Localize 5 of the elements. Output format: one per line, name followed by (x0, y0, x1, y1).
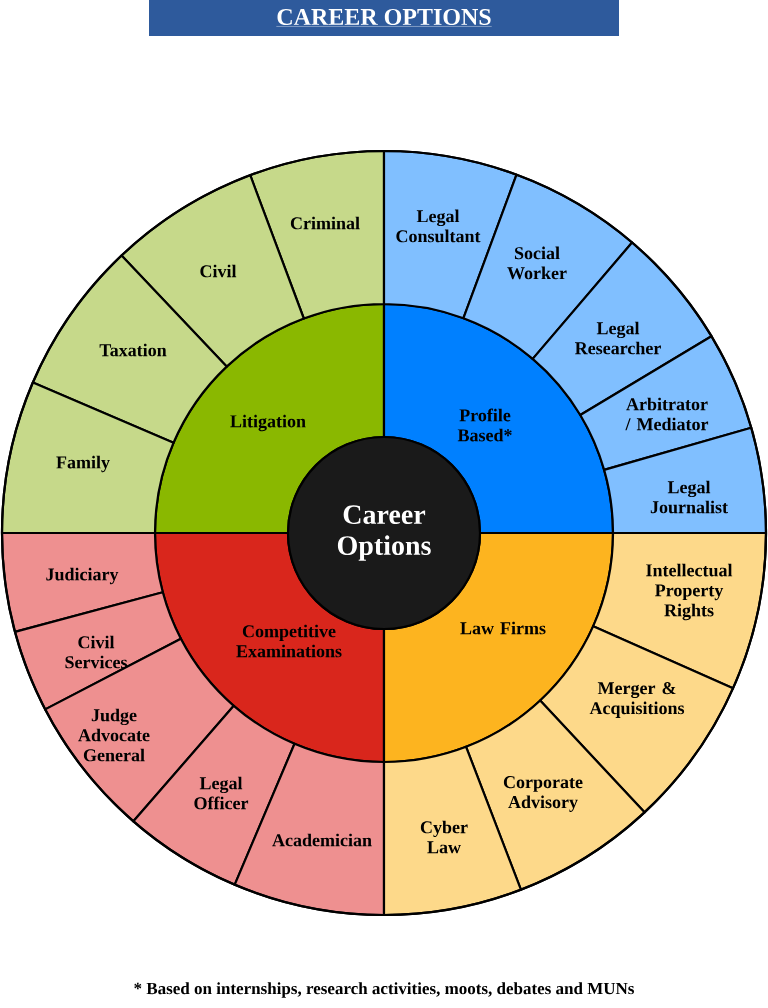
sector: Family (0, 381, 175, 535)
sector: Judiciary (0, 531, 164, 633)
footnote: * Based on internships, research activities, moots, debates and MUNs (134, 982, 634, 998)
sector: Criminal (249, 149, 386, 320)
title-banner: CAREER OPTIONS (149, 0, 619, 36)
